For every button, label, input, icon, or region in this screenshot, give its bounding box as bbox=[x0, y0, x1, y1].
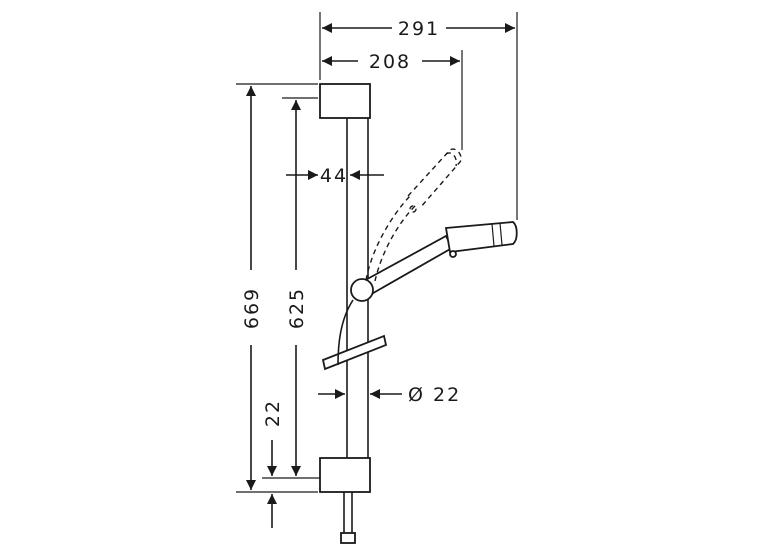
dimension-208: 208 bbox=[322, 50, 463, 150]
dimension-22-label: 22 bbox=[262, 399, 284, 427]
hand-shower-handle bbox=[358, 234, 454, 298]
hand-shower-nozzle bbox=[449, 250, 457, 258]
top-wall-bracket bbox=[319, 83, 371, 119]
dimension-625: 625 bbox=[282, 97, 320, 479]
dimension-44-label: 44 bbox=[320, 165, 348, 187]
dimension-diameter-22: Ø 22 bbox=[318, 384, 461, 406]
dimension-669-label: 669 bbox=[241, 287, 263, 329]
shower-rail-assembly bbox=[319, 83, 388, 544]
dimension-208-label: 208 bbox=[369, 51, 411, 73]
dimension-44: 44 bbox=[286, 165, 384, 187]
dimension-diameter-label: Ø 22 bbox=[408, 384, 461, 406]
ball-joint bbox=[350, 278, 374, 302]
hand-shower-alternate-position bbox=[365, 148, 462, 282]
hose-nut bbox=[340, 532, 356, 544]
hose-curve bbox=[337, 299, 354, 366]
hand-shower-head bbox=[444, 221, 518, 254]
bottom-wall-bracket bbox=[319, 457, 371, 493]
dimension-625-label: 625 bbox=[286, 287, 308, 329]
dimension-291-label: 291 bbox=[398, 18, 440, 40]
dimension-22-vertical: 22 bbox=[262, 399, 284, 528]
dimension-291: 291 bbox=[319, 12, 518, 220]
hose-slider bbox=[321, 334, 388, 371]
hand-shower bbox=[350, 221, 518, 302]
dimension-669: 669 bbox=[236, 83, 318, 493]
